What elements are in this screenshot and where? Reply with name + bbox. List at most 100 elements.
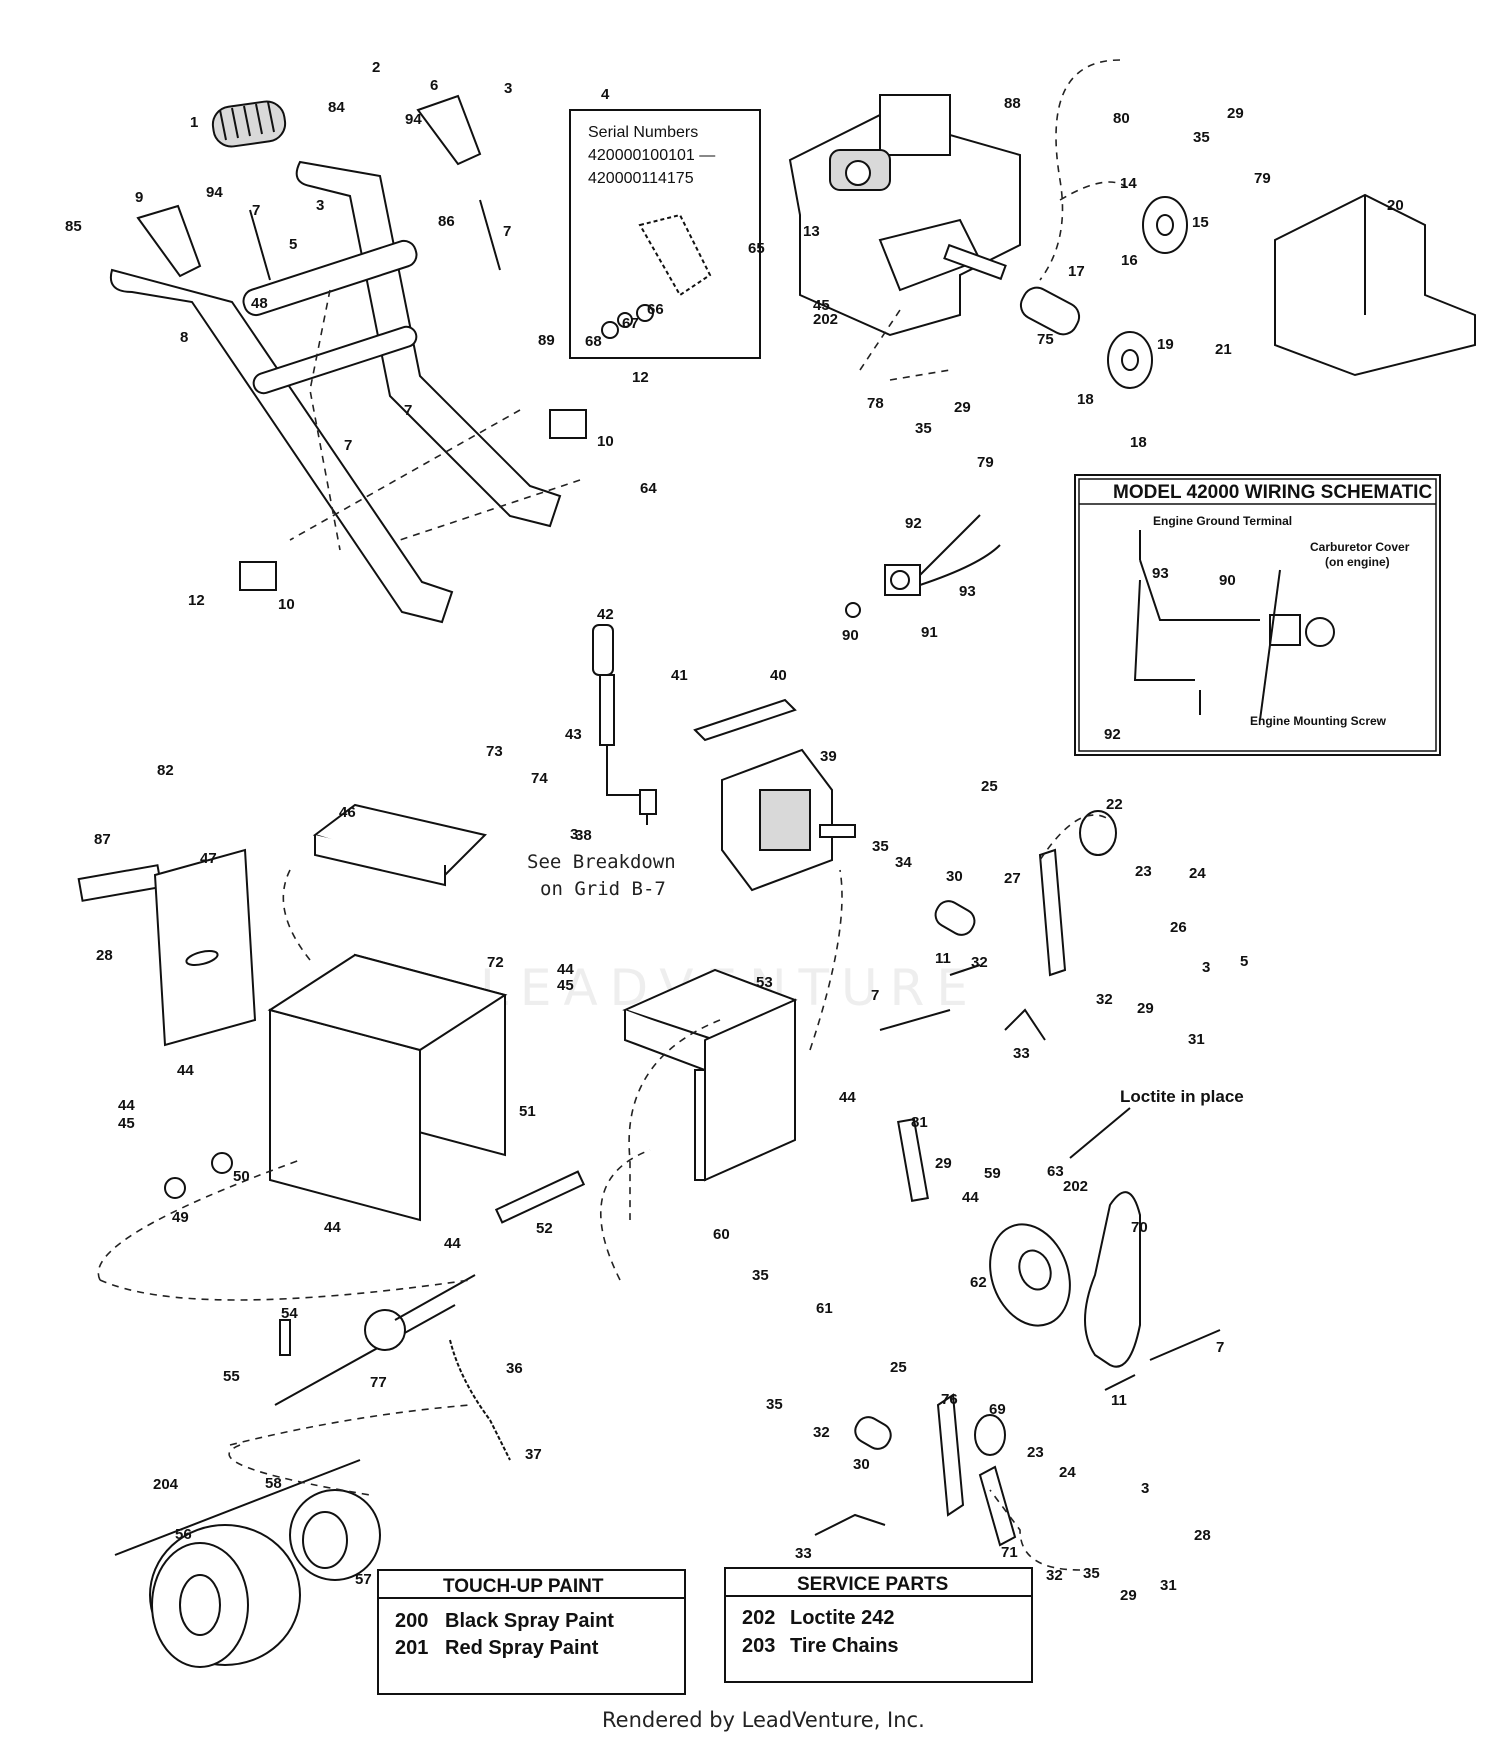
breakdown-line-2: on Grid B-7 xyxy=(540,878,666,900)
part-callout: 93 xyxy=(959,583,976,600)
drive-shaft xyxy=(274,1274,476,1406)
part-callout: 28 xyxy=(1194,1527,1211,1544)
part-callout: 202 xyxy=(1063,1178,1088,1195)
part-callout: 48 xyxy=(251,295,268,312)
part-callout: 35 xyxy=(766,1396,783,1413)
part-callout: 71 xyxy=(1001,1544,1018,1561)
part-callout: 46 xyxy=(339,804,356,821)
part-callout: 29 xyxy=(954,399,971,416)
part-callout: 12 xyxy=(188,592,205,609)
part-callout: 34 xyxy=(895,854,912,871)
part-callout: 3 xyxy=(1141,1480,1149,1497)
wiring-ground-label: Engine Ground Terminal xyxy=(1153,514,1292,528)
shift-linkage xyxy=(592,624,657,825)
part-callout: 9 xyxy=(135,189,143,206)
part-callout: 37 xyxy=(525,1446,542,1463)
bracket-upper xyxy=(549,409,587,439)
part-callout: 86 xyxy=(438,213,455,230)
part-callout: 7 xyxy=(252,202,260,219)
part-callout: 68 xyxy=(585,333,602,350)
part-callout: 91 xyxy=(921,624,938,641)
part-callout: 44 xyxy=(177,1062,194,1079)
part-callout: 44 xyxy=(962,1189,979,1206)
service-row-1-num: 202 xyxy=(742,1607,775,1629)
part-callout: 53 xyxy=(756,974,773,991)
bracket-81 xyxy=(897,1118,929,1202)
part-callout: 26 xyxy=(1170,919,1187,936)
part-callout: 60 xyxy=(713,1226,730,1243)
part-callout: 18 xyxy=(1130,434,1147,451)
part-callout: 74 xyxy=(531,770,548,787)
part-callout: 5 xyxy=(289,236,297,253)
part-callout: 204 xyxy=(153,1476,179,1493)
part-callout: 73 xyxy=(486,743,503,760)
part-callout: 7 xyxy=(503,223,511,240)
part-callout: 3 xyxy=(570,826,578,843)
chain-36 xyxy=(449,1339,511,1461)
part-callout: 23 xyxy=(1027,1444,1044,1461)
bracket-40 xyxy=(693,698,797,742)
handle-assembly xyxy=(110,94,587,624)
serial-line-1: 420000100101 — xyxy=(588,147,715,164)
gearbox xyxy=(721,748,856,892)
part-callout: 36 xyxy=(506,1360,523,1377)
handle-crossbar xyxy=(242,239,418,317)
part-callout: 50 xyxy=(233,1168,250,1185)
part-callout: 44 xyxy=(324,1219,341,1236)
part-callout: 29 xyxy=(1120,1587,1137,1604)
ignition-switch xyxy=(845,514,1001,618)
part-callout: 40 xyxy=(770,667,787,684)
handle-lower-bar xyxy=(252,325,418,395)
part-callout: 62 xyxy=(970,1274,987,1291)
frame-53 xyxy=(622,968,798,1182)
service-title: SERVICE PARTS xyxy=(797,1574,948,1595)
part-callout: 2 xyxy=(372,59,380,76)
pulley-62 xyxy=(989,1223,1071,1327)
part-callout: 56 xyxy=(175,1526,192,1543)
part-callout: 66 xyxy=(647,301,664,318)
part-callout: 65 xyxy=(748,240,765,257)
part-callout: 15 xyxy=(1192,214,1209,231)
part-callout: 25 xyxy=(981,778,998,795)
part-callout: 38 xyxy=(575,827,592,844)
part-callout: 7 xyxy=(1216,1339,1224,1356)
part-callout: 3 xyxy=(504,80,512,97)
part-callout: 5 xyxy=(1240,953,1248,970)
part-callout: 75 xyxy=(1037,331,1054,348)
part-callout: 84 xyxy=(328,99,345,116)
part-callout: 13 xyxy=(803,223,820,240)
spacer-30 xyxy=(934,900,976,936)
part-callout: 69 xyxy=(989,1401,1006,1418)
tire-56 xyxy=(149,1524,301,1668)
part-callout: 42 xyxy=(597,606,614,623)
touch-up-row-2-num: 201 xyxy=(395,1637,428,1659)
part-callout: 32 xyxy=(1096,991,1113,1008)
part-callout: 6 xyxy=(430,77,438,94)
part-callout: 24 xyxy=(1059,1464,1076,1481)
touch-up-paint-table: TOUCH-UP PAINT 200 Black Spray Paint 201… xyxy=(377,1569,686,1695)
part-callout: 23 xyxy=(1135,863,1152,880)
service-row-2-desc: Tire Chains xyxy=(790,1635,899,1657)
part-callout: 92 xyxy=(1104,726,1121,743)
part-callout: 30 xyxy=(946,868,963,885)
part-callout: 85 xyxy=(65,218,82,235)
part-callout: 67 xyxy=(622,315,639,332)
part-callout: 94 xyxy=(405,111,422,128)
part-callout: 35 xyxy=(872,838,889,855)
part-callout: 33 xyxy=(795,1545,812,1562)
pin-54 xyxy=(279,1319,291,1356)
part-callout: 35 xyxy=(752,1267,769,1284)
bracket-71 xyxy=(978,1465,1017,1547)
footer-text: Rendered by LeadVenture, Inc. xyxy=(602,1708,925,1732)
part-callout: 27 xyxy=(1004,870,1021,887)
part-callout: 24 xyxy=(1189,865,1206,882)
part-callout: 47 xyxy=(200,850,217,867)
part-callout: 51 xyxy=(519,1103,536,1120)
part-callout: 61 xyxy=(816,1300,833,1317)
part-callout: 88 xyxy=(1004,95,1021,112)
part-callout: 33 xyxy=(1013,1045,1030,1062)
serial-title: Serial Numbers xyxy=(588,124,698,141)
part-callout: 81 xyxy=(911,1114,928,1131)
engine xyxy=(788,94,1021,337)
part-callout: 54 xyxy=(281,1305,298,1322)
